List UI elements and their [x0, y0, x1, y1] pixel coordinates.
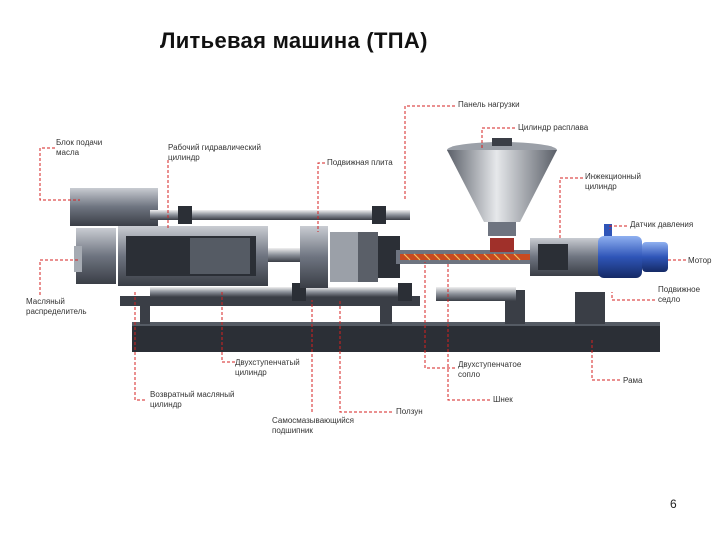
label-two-stage-nozzle: Двухступенчатое сопло — [458, 360, 522, 379]
injection-cylinder — [436, 238, 600, 301]
label-motor: Мотор — [688, 256, 712, 265]
label-frame: Рама — [623, 376, 643, 385]
machine-frame — [120, 290, 660, 352]
label-return-cylinder: Возвратный масляный цилиндр — [150, 390, 235, 409]
hydraulic-cylinder — [118, 226, 328, 286]
label-injection-cylinder: Инжекционный цилиндр — [585, 172, 642, 191]
label-two-stage-cylinder: Двухступенчатый цилиндр — [235, 358, 300, 377]
leader-lines — [39, 105, 686, 413]
motor — [598, 224, 668, 278]
moving-plate — [300, 226, 400, 288]
label-moving-plate: Подвижная плита — [327, 158, 393, 167]
label-hydraulic-cylinder: Рабочий гидравлический цилиндр — [168, 143, 261, 162]
label-slider: Ползун — [396, 407, 423, 416]
label-oil-block: Блок подачи масла — [56, 138, 103, 157]
label-panel: Панель нагрузки — [458, 100, 520, 109]
barrel-screw — [396, 238, 536, 264]
label-screw: Шнек — [493, 395, 513, 404]
hopper — [447, 138, 557, 236]
label-melt-cylinder: Цилиндр расплава — [518, 123, 589, 132]
label-bearing: Самосмазывающийся подшипник — [272, 416, 355, 435]
tie-rods — [150, 206, 412, 301]
label-oil-distributor: Масляный распределитель — [26, 297, 87, 316]
label-moving-saddle: Подвижное седло — [658, 285, 701, 304]
label-pressure-sensor: Датчик давления — [630, 220, 694, 229]
page-title: Литьевая машина (ТПА) — [160, 28, 428, 53]
page-number: 6 — [670, 497, 677, 511]
oil-supply-block — [70, 188, 158, 284]
